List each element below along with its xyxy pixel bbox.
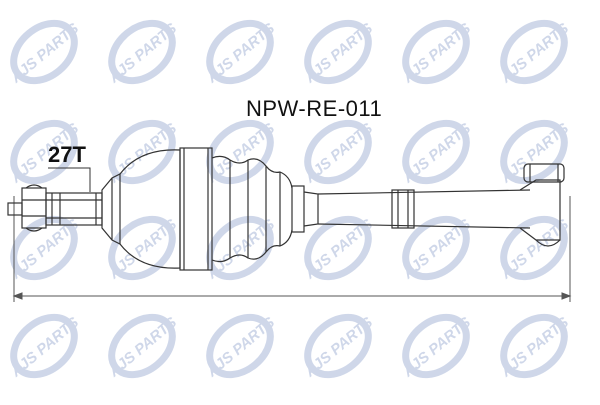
ajs-parts-watermark-logo: AJS PARTS xyxy=(203,19,278,87)
ajs-parts-watermark-logo: AJS PARTS xyxy=(399,313,474,381)
ajs-parts-watermark-logo: AJS PARTS xyxy=(497,19,572,87)
cv-boot xyxy=(119,147,319,271)
ajs-parts-watermark-logo: AJS PARTS xyxy=(301,19,376,87)
axle-shaft xyxy=(317,189,531,229)
ajs-parts-watermark-logo: AJS PARTS xyxy=(497,119,572,187)
watermark-layer: AJS PARTS AJS PARTS AJS PARTS AJS PARTS AJS … xyxy=(7,19,572,381)
ajs-parts-watermark-logo: AJS PARTS xyxy=(7,313,82,381)
drive-shaft xyxy=(7,147,565,271)
thread-end xyxy=(7,202,23,216)
ajs-parts-watermark-logo: AJS PARTS xyxy=(203,215,278,283)
outer-spline xyxy=(45,192,103,226)
ajs-parts-watermark-logo: AJS PARTS xyxy=(105,119,180,187)
ajs-parts-watermark-logo: AJS PARTS xyxy=(497,215,572,283)
ajs-parts-watermark-logo: AJS PARTS xyxy=(301,313,376,381)
inner-tripod-joint xyxy=(519,163,565,247)
ajs-parts-watermark-logo: AJS PARTS xyxy=(7,19,82,87)
ajs-parts-watermark-logo: AJS PARTS xyxy=(105,313,180,381)
ajs-parts-watermark-logo: AJS PARTS xyxy=(105,19,180,87)
ajs-parts-watermark-logo: AJS PARTS xyxy=(399,19,474,87)
length-dimension-line xyxy=(12,196,572,302)
ajs-parts-watermark-logo: AJS PARTS xyxy=(399,215,474,283)
ajs-parts-watermark-logo: AJS PARTS xyxy=(105,215,180,283)
part-number-label: NPW-RE-011 xyxy=(246,96,383,121)
ajs-parts-watermark-logo: AJS PARTS xyxy=(203,313,278,381)
spline-teeth-label: 27T xyxy=(48,142,86,167)
ajs-parts-watermark-logo: AJS PARTS xyxy=(497,313,572,381)
teeth-leader-line xyxy=(48,167,91,192)
ajs-parts-watermark-logo: AJS PARTS xyxy=(399,119,474,187)
